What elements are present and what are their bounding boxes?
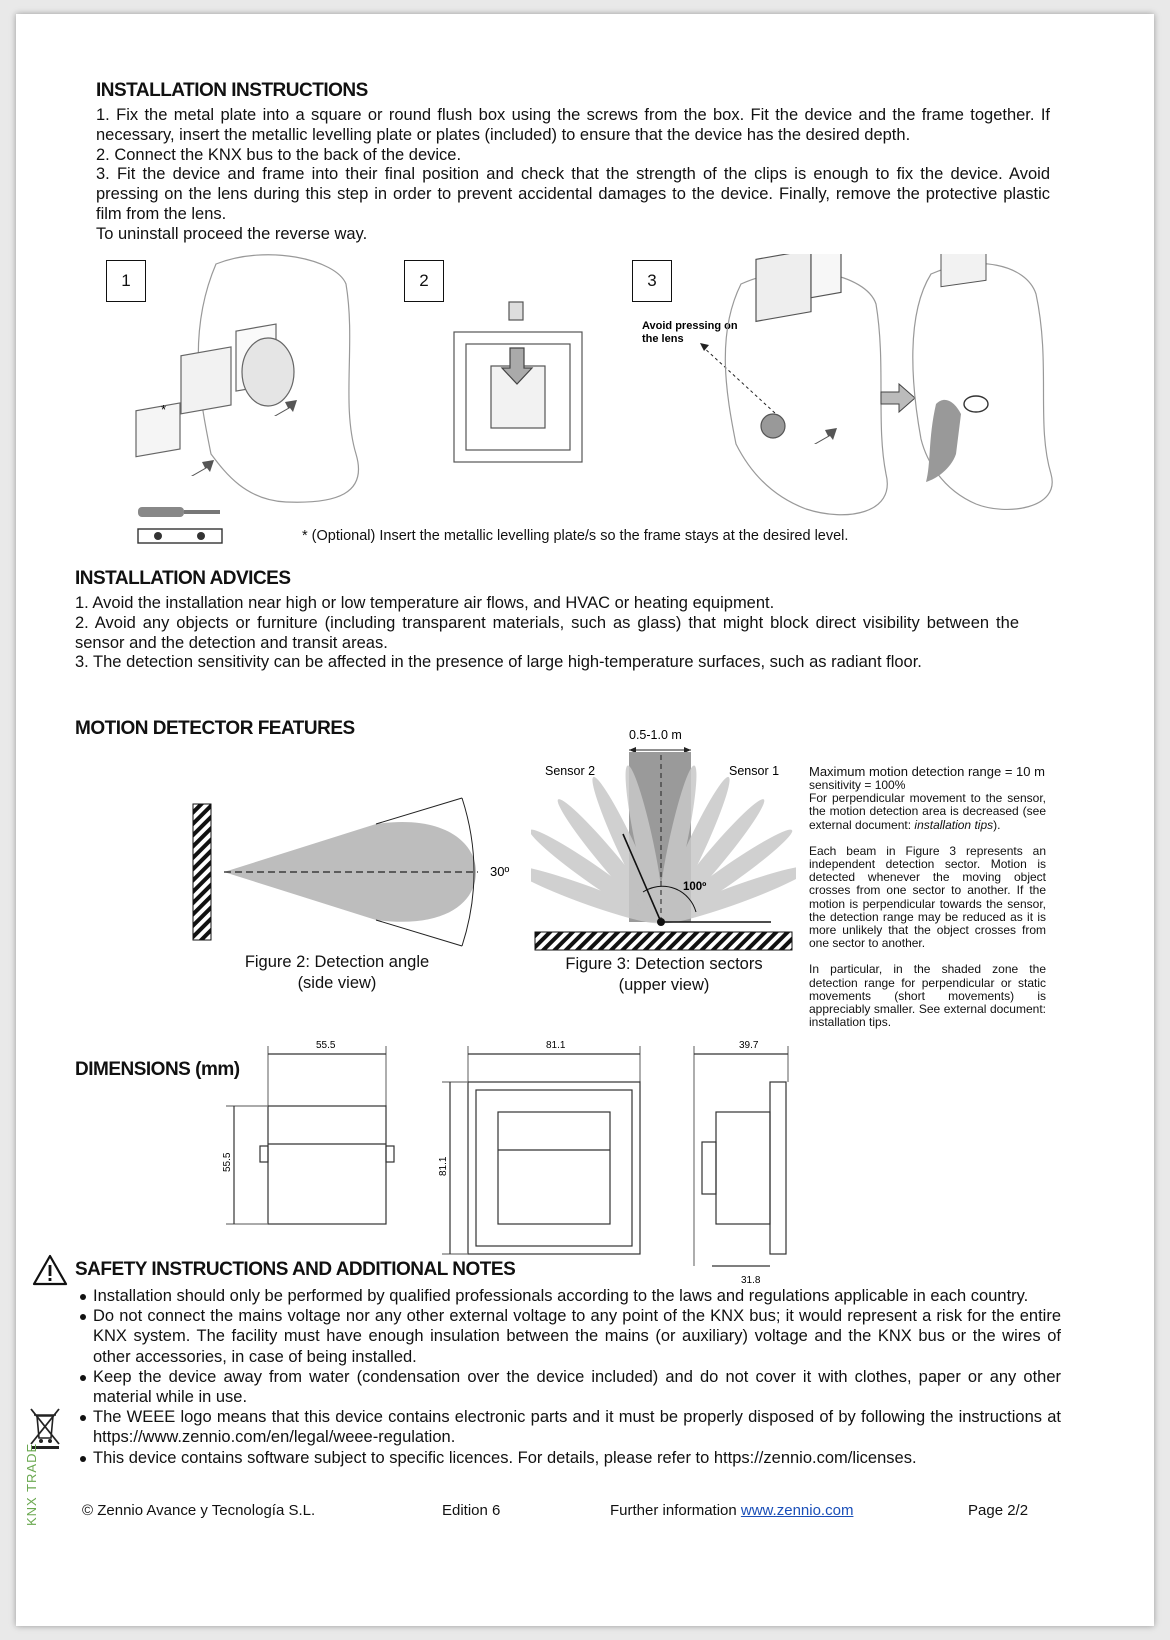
- optional-note: * (Optional) Insert the metallic levelli…: [302, 528, 849, 544]
- safety-list: Installation should only be performed by…: [75, 1286, 1061, 1468]
- figure-2-detection-angle: 30º: [192, 797, 509, 947]
- installation-title: INSTALLATION INSTRUCTIONS: [96, 80, 368, 101]
- advice-3: 3. The detection sensitivity can be affe…: [75, 653, 922, 672]
- footer-edition: Edition 6: [442, 1502, 501, 1519]
- dim-front-height: 55.5: [222, 1152, 233, 1172]
- motion-title: MOTION DETECTOR FEATURES: [75, 718, 355, 739]
- step1-arrow-icon: [274, 400, 297, 416]
- safety-item: This device contains software subject to…: [80, 1448, 1061, 1468]
- device-side-view: [693, 1046, 789, 1267]
- sensor-1-label: Sensor 1: [729, 764, 779, 778]
- sector-beams: [531, 765, 796, 924]
- figure-2-caption: Figure 2: Detection angle (side view): [226, 952, 448, 994]
- installation-text: 1. Fix the metal plate into a square or …: [96, 106, 1050, 245]
- safety-item: Installation should only be performed by…: [80, 1286, 1061, 1306]
- figure-2-caption-line-2: (side view): [297, 974, 377, 992]
- dim-side-inner: 31.8: [741, 1275, 761, 1286]
- footer-copyright: © Zennio Avance y Tecnología S.L.: [82, 1502, 316, 1519]
- sector-angle-label: 100º: [683, 881, 706, 893]
- step-box-2: 2: [404, 260, 444, 302]
- footer-page-number: Page 2/2: [968, 1502, 1029, 1519]
- figure-2-caption-line-1: Figure 2: Detection angle: [244, 953, 430, 971]
- sensor-2-label: Sensor 2: [545, 764, 595, 778]
- knx-trade-side-mark: KNX TRADE: [24, 1442, 39, 1526]
- step1-arrow-2-icon: [191, 460, 214, 476]
- step1-device-icon: [135, 323, 295, 458]
- safety-item: Keep the device away from water (condens…: [80, 1367, 1061, 1407]
- motion-range: Maximum motion detection range = 10 m: [809, 764, 1045, 779]
- advices-text: 1. Avoid the installation near high or l…: [75, 594, 1019, 673]
- motion-perp-note: For perpendicular movement to the sensor…: [809, 792, 1046, 832]
- warning-icon: [32, 1254, 68, 1286]
- device-front-view: [226, 1046, 395, 1225]
- motion-beam-note: Each beam in Figure 3 represents an inde…: [809, 843, 1046, 951]
- step-box-3: 3: [632, 260, 672, 302]
- perp-note-end: ).: [993, 817, 1001, 832]
- rotate-arrow-icon: [963, 395, 989, 413]
- weee-bin-icon: [30, 1408, 60, 1449]
- step3-arrow-icon: [814, 428, 837, 444]
- motion-notes: Maximum motion detection range = 10 m se…: [809, 764, 1046, 1029]
- advices-title: INSTALLATION ADVICES: [75, 568, 291, 589]
- step-box-1: 1: [106, 260, 146, 302]
- avoid-pointer-arrow-icon: [700, 343, 709, 351]
- dim-frame-width: 81.1: [546, 1040, 566, 1051]
- wall-hatch: [192, 803, 212, 941]
- advice-2: 2. Avoid any objects or furniture (inclu…: [75, 613, 1019, 652]
- footer-further-info: Further information www.zennio.com: [610, 1502, 853, 1519]
- step3-next-arrow-icon: [880, 382, 916, 414]
- avoid-pointer-line: [701, 345, 777, 415]
- asterisk-mark: *: [161, 402, 166, 417]
- spirit-level-icon: [137, 528, 223, 544]
- frame-front-view: [442, 1046, 641, 1255]
- safety-title: SAFETY INSTRUCTIONS AND ADDITIONAL NOTES: [75, 1259, 516, 1280]
- installation-uninstall: To uninstall proceed the reverse way.: [96, 224, 368, 243]
- perp-note-text: For perpendicular movement to the sensor…: [809, 791, 1046, 832]
- dimensions-title: DIMENSIONS (mm): [75, 1059, 240, 1080]
- perp-note-italic: installation tips: [914, 817, 994, 832]
- installation-step-3: 3. Fit the device and frame into their f…: [96, 165, 1050, 223]
- avoid-pressing-label: Avoid pressing on the lens: [642, 320, 741, 345]
- dim-frame-height: 81.1: [438, 1156, 449, 1176]
- safety-item: Do not connect the mains voltage nor any…: [80, 1307, 1061, 1366]
- further-info-label: Further information: [610, 1502, 741, 1519]
- figure-3-caption-line-1: Figure 3: Detection sectors: [565, 955, 763, 973]
- step2-backplate-icon: [453, 301, 583, 463]
- motion-sensitivity: sensitivity = 100%: [809, 778, 906, 792]
- motion-shaded-note: In particular, in the shaded zone the de…: [809, 962, 1046, 1030]
- dim-front-width: 55.5: [316, 1040, 336, 1051]
- installation-illustration: * Avoid pressing on the lens: [135, 254, 1053, 544]
- advice-1: 1. Avoid the installation near high or l…: [75, 594, 775, 612]
- zennio-link[interactable]: www.zennio.com: [740, 1502, 854, 1519]
- safety-item: The WEEE logo means that this device con…: [80, 1408, 1061, 1447]
- installation-step-1: 1. Fix the metal plate into a square or …: [96, 106, 1050, 144]
- width-label: 0.5-1.0 m: [629, 728, 682, 742]
- screwdriver-icon: [138, 507, 220, 517]
- step3-mounted-device-icon: [940, 254, 987, 288]
- document-page: INSTALLATION INSTRUCTIONS 1. Fix the met…: [16, 14, 1154, 1626]
- figure-3-detection-sectors: 0.5-1.0 m Sensor 2 Sensor 1 100º: [531, 728, 796, 951]
- figure-3-caption-line-2: (upper view): [618, 976, 710, 994]
- hand-icon: [926, 399, 961, 482]
- dim-side-depth: 39.7: [739, 1040, 759, 1051]
- dimensions-drawing: 55.5 55.5 81.1 81.1 39.7 31.8: [222, 1040, 789, 1286]
- figure-3-caption: Figure 3: Detection sectors (upper view): [546, 954, 782, 996]
- step3-device-icon: [755, 254, 842, 439]
- angle-label: 30º: [490, 864, 509, 879]
- installation-step-2: 2. Connect the KNX bus to the back of th…: [96, 145, 462, 164]
- floor-hatch: [534, 931, 793, 951]
